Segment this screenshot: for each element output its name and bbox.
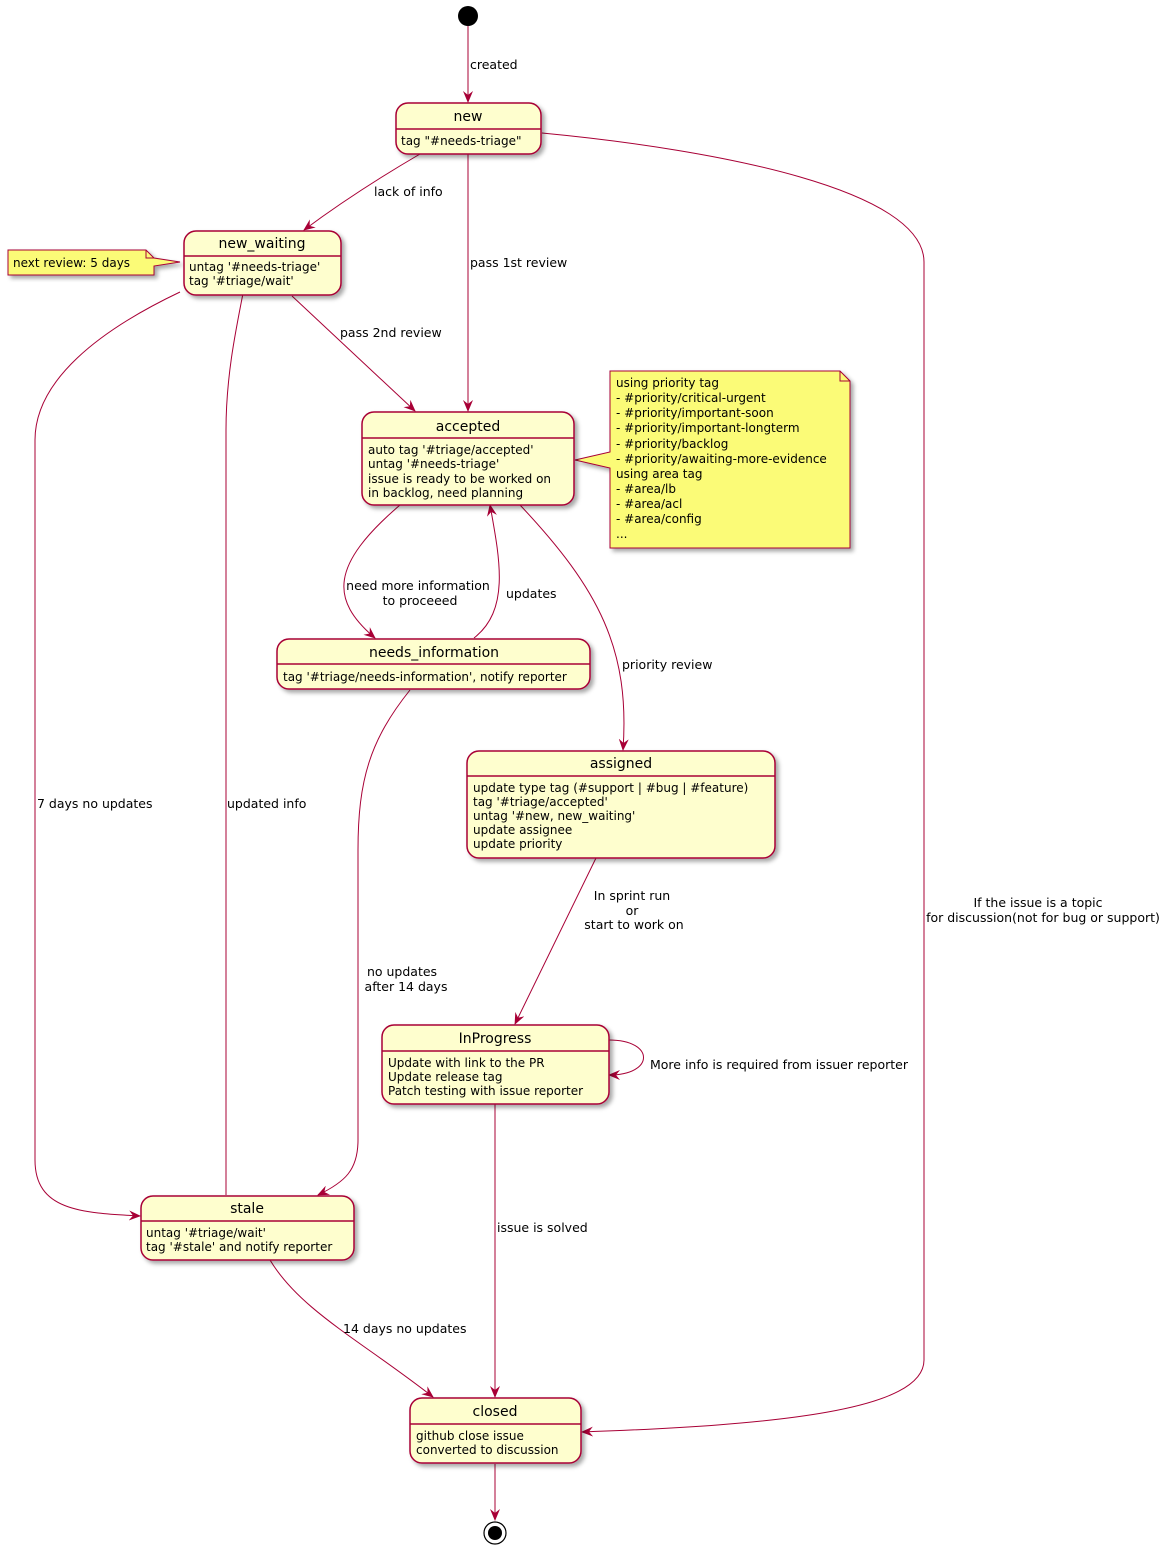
edge-discussion-topic <box>541 132 925 1437</box>
label-updated-info: updated info <box>227 796 306 811</box>
label-need-more-info: need more information to proceeed <box>346 578 494 608</box>
edge-14-days <box>269 1259 434 1398</box>
label-14-days: 14 days no updates <box>343 1321 466 1336</box>
note-next-review: next review: 5 days <box>7 249 181 276</box>
label-created: created <box>470 57 518 72</box>
state-closed: closed github close issue converted to d… <box>409 1397 582 1464</box>
state-inprogress: InProgress Update with link to the PR Up… <box>381 1024 610 1105</box>
label-updates: updates <box>506 586 557 601</box>
state-needs-information-body: tag '#triage/needs-information', notify … <box>283 670 567 684</box>
state-accepted-body: auto tag '#triage/accepted' untag '#need… <box>368 443 555 500</box>
label-issue-solved: issue is solved <box>497 1220 588 1235</box>
edge-priority-review <box>519 504 629 751</box>
state-stale-title: stale <box>230 1201 264 1217</box>
state-needs-information-title: needs_information <box>369 645 499 661</box>
state-assigned-title: assigned <box>590 756 652 772</box>
label-7-days: 7 days no updates <box>37 796 153 811</box>
final-state <box>483 1521 507 1545</box>
edge-pass-2nd-review <box>291 295 416 412</box>
note-tags: using priority tag - #priority/critical-… <box>574 370 851 549</box>
note-tags-text: using priority tag - #priority/critical-… <box>616 376 831 541</box>
state-stale-body: untag '#triage/wait' tag '#stale' and no… <box>146 1226 332 1254</box>
edge-lack-of-info <box>303 153 421 231</box>
edge-updated-info <box>225 267 251 1195</box>
label-sprint-run: In sprint run or start to work on <box>584 888 683 932</box>
state-accepted-title: accepted <box>436 419 500 435</box>
transition-labels: created lack of info pass 1st review pas… <box>37 57 1160 1336</box>
label-priority-review: priority review <box>622 657 712 672</box>
label-discussion-topic: If the issue is a topic for discussion(n… <box>926 895 1160 925</box>
state-closed-title: closed <box>473 1404 518 1420</box>
label-lack-of-info: lack of info <box>374 184 443 199</box>
state-new-waiting-title: new_waiting <box>219 236 306 252</box>
state-new-waiting-body: untag '#needs-triage' tag '#triage/wait' <box>189 260 324 288</box>
initial-state <box>458 6 478 26</box>
state-new-title: new <box>454 109 483 125</box>
label-no-updates-14: no updates after 14 days <box>365 964 448 994</box>
state-needs-information: needs_information tag '#triage/needs-inf… <box>276 638 591 690</box>
edge-need-more-info <box>343 504 401 639</box>
label-pass-2nd-review: pass 2nd review <box>340 325 442 340</box>
state-assigned: assigned update type tag (#support | #bu… <box>466 750 776 859</box>
edge-no-updates-14 <box>317 689 411 1196</box>
state-closed-body: github close issue converted to discussi… <box>416 1429 559 1457</box>
state-new: new tag "#needs-triage" <box>395 102 542 155</box>
edge-sprint-run <box>514 857 597 1025</box>
state-stale: stale untag '#triage/wait' tag '#stale' … <box>140 1195 355 1261</box>
state-new-body: tag "#needs-triage" <box>401 134 521 148</box>
label-pass-1st-review: pass 1st review <box>470 255 567 270</box>
edge-7-days <box>34 291 181 1221</box>
state-assigned-body: update type tag (#support | #bug | #feat… <box>473 781 752 851</box>
edge-updates <box>473 504 500 639</box>
state-new-waiting: new_waiting untag '#needs-triage' tag '#… <box>183 230 342 296</box>
state-accepted: accepted auto tag '#triage/accepted' unt… <box>361 411 575 506</box>
label-more-info-required: More info is required from issuer report… <box>650 1057 909 1072</box>
note-next-review-text: next review: 5 days <box>13 256 130 270</box>
state-inprogress-body: Update with link to the PR Update releas… <box>388 1056 583 1098</box>
state-inprogress-title: InProgress <box>459 1031 532 1047</box>
edge-more-info-required <box>608 1039 644 1080</box>
